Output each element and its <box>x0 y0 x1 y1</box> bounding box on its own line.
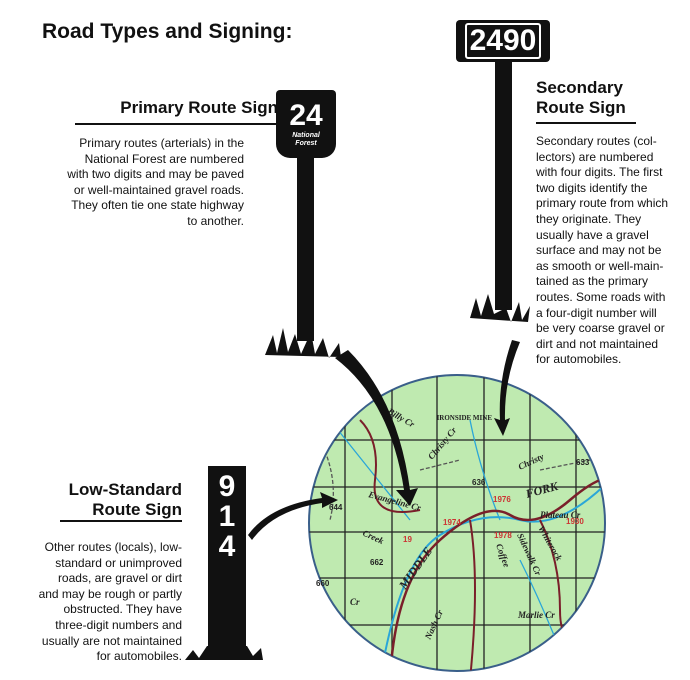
low-standard-description: Other routes (locals), low- standard or … <box>20 540 182 665</box>
secondary-description: Secondary routes (col- lectors) are numb… <box>536 134 686 368</box>
heading-line: Route Sign <box>92 500 182 519</box>
route-number: 644 <box>329 503 343 512</box>
secondary-heading: Secondary Route Sign <box>536 78 626 118</box>
arrow-icon <box>248 492 338 540</box>
divider <box>60 520 182 522</box>
low-standard-heading: Low-Standard Route Sign <box>30 480 182 520</box>
grass-icon <box>470 294 530 322</box>
text-line: usually are not maintained <box>41 633 182 648</box>
text-line: National Forest are numbered <box>84 151 244 166</box>
sign-caption: National <box>292 132 320 139</box>
text-line: lectors) are numbered <box>536 149 654 164</box>
sign-number: 24 <box>289 99 323 132</box>
sign-caption: Forest <box>295 140 317 147</box>
divider <box>536 122 636 124</box>
text-line: and may be rough or partly <box>38 586 182 601</box>
text-line: for automobiles. <box>96 649 182 664</box>
route-number: 660 <box>316 579 330 588</box>
text-line: three-digit numbers and <box>55 617 182 632</box>
sign-digit: 9 <box>218 470 236 503</box>
secondary-sign-post <box>495 60 512 310</box>
text-line: standard or unimproved <box>55 555 182 570</box>
text-line: to another. <box>187 213 244 228</box>
primary-route-sign: 24 National Forest <box>276 90 336 158</box>
heading-line: Route Sign <box>536 98 626 117</box>
heading-line: Secondary <box>536 78 623 97</box>
text-line: for automobiles. <box>536 352 622 367</box>
map-label: IRONSIDE MINE <box>437 414 493 422</box>
arrow-icon <box>335 350 418 506</box>
text-line: tained as the primary <box>536 274 649 289</box>
sign-digit: 4 <box>218 530 236 563</box>
route-number: 1976 <box>493 495 511 504</box>
text-line: primary route from which <box>536 196 669 211</box>
map-label: Marlie Cr <box>517 610 555 620</box>
primary-sign-post <box>297 156 314 341</box>
sign-number: 2490 <box>464 23 542 59</box>
text-line: Other routes (locals), low- <box>44 540 182 554</box>
route-number: 662 <box>370 558 384 567</box>
text-line: be very coarse gravel or <box>536 321 665 336</box>
route-number: 1978 <box>494 531 512 540</box>
route-number: 633 <box>576 458 590 467</box>
text-line: They often tie one state highway <box>71 198 244 213</box>
text-line: two digits identify the <box>536 180 648 195</box>
text-line: routes. Some roads with <box>536 289 666 304</box>
route-number: 1974 <box>443 518 461 527</box>
text-line: Secondary routes (col- <box>536 134 657 148</box>
text-line: dirt and not maintained <box>536 336 659 351</box>
secondary-route-sign: 2490 <box>456 20 550 62</box>
text-line: as smooth or well-main- <box>536 258 664 273</box>
text-line: Primary routes (arterials) in the <box>79 136 244 150</box>
divider <box>75 123 278 125</box>
low-standard-route-sign: 9 1 4 <box>208 466 246 660</box>
route-number: 1930 <box>566 517 584 526</box>
heading-line: Low-Standard <box>68 480 182 499</box>
primary-heading: Primary Route Sign <box>120 98 278 117</box>
page-title: Road Types and Signing: <box>42 20 293 43</box>
text-line: a four-digit number will <box>536 305 657 320</box>
text-line: usually have a gravel <box>536 227 649 242</box>
text-line: with four digits. The first <box>536 165 663 180</box>
arrow-icon <box>494 340 520 436</box>
text-line: surface and may not be <box>536 243 662 258</box>
route-number: 19 <box>403 535 412 544</box>
primary-description: Primary routes (arterials) in the Nation… <box>40 136 244 230</box>
route-number: 636 <box>472 478 486 487</box>
text-line: they originate. They <box>536 211 642 226</box>
text-line: obstructed. They have <box>63 602 182 617</box>
map-label: Cr <box>350 597 360 607</box>
text-line: with two digits and may be paved <box>67 167 244 182</box>
text-line: roads, are gravel or dirt <box>57 571 182 586</box>
forest-map: MIDDLE FORK Evangeline Cr Christy Cr Chr… <box>308 374 606 672</box>
grass-icon <box>265 328 341 358</box>
text-line: or well-maintained gravel roads. <box>73 182 244 197</box>
arrows <box>248 340 520 540</box>
map-label: Plateau Cr <box>540 510 581 520</box>
sign-digit: 1 <box>218 500 236 533</box>
